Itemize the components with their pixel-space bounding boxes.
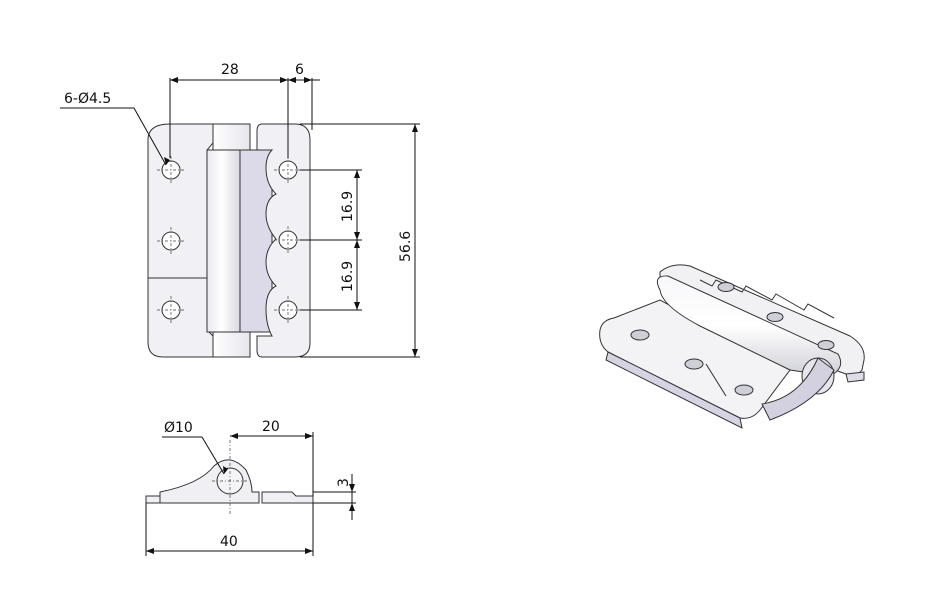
half-width-label: 20: [262, 419, 280, 435]
thickness-label: 3: [336, 478, 352, 487]
top-knuckle-block: [212, 123, 251, 151]
pitch-upper-label: 16.9: [340, 191, 356, 222]
hole-callout: 6-Ø4.5: [60, 91, 170, 166]
iso-holes: [630, 282, 835, 396]
bottom-knuckle-block: [212, 331, 251, 358]
front-view: 28 6 6-Ø4.5 16.9 16.9 56.6: [60, 62, 420, 358]
dim-overall-height: 56.6: [300, 123, 420, 358]
overall-width-label: 40: [220, 534, 238, 550]
knuckle-diameter-label: Ø10: [164, 420, 193, 436]
overall-height-label: 56.6: [398, 231, 414, 262]
dim-28-label: 28: [221, 62, 239, 78]
side-view: Ø10 20 3 40: [145, 419, 356, 556]
iso-pin: [656, 275, 842, 377]
isometric-view: [599, 264, 865, 429]
hole-spec-label: 6-Ø4.5: [64, 91, 111, 107]
left-leaf: [147, 123, 214, 358]
hinge-pin: [206, 149, 241, 333]
left-holes: [157, 156, 185, 324]
right-holes: [274, 156, 302, 324]
dim-top: 28 6: [169, 62, 320, 158]
dim-6-label: 6: [295, 62, 304, 78]
dim-right-pitch: 16.9 16.9: [300, 169, 362, 311]
pitch-lower-label: 16.9: [340, 261, 356, 292]
